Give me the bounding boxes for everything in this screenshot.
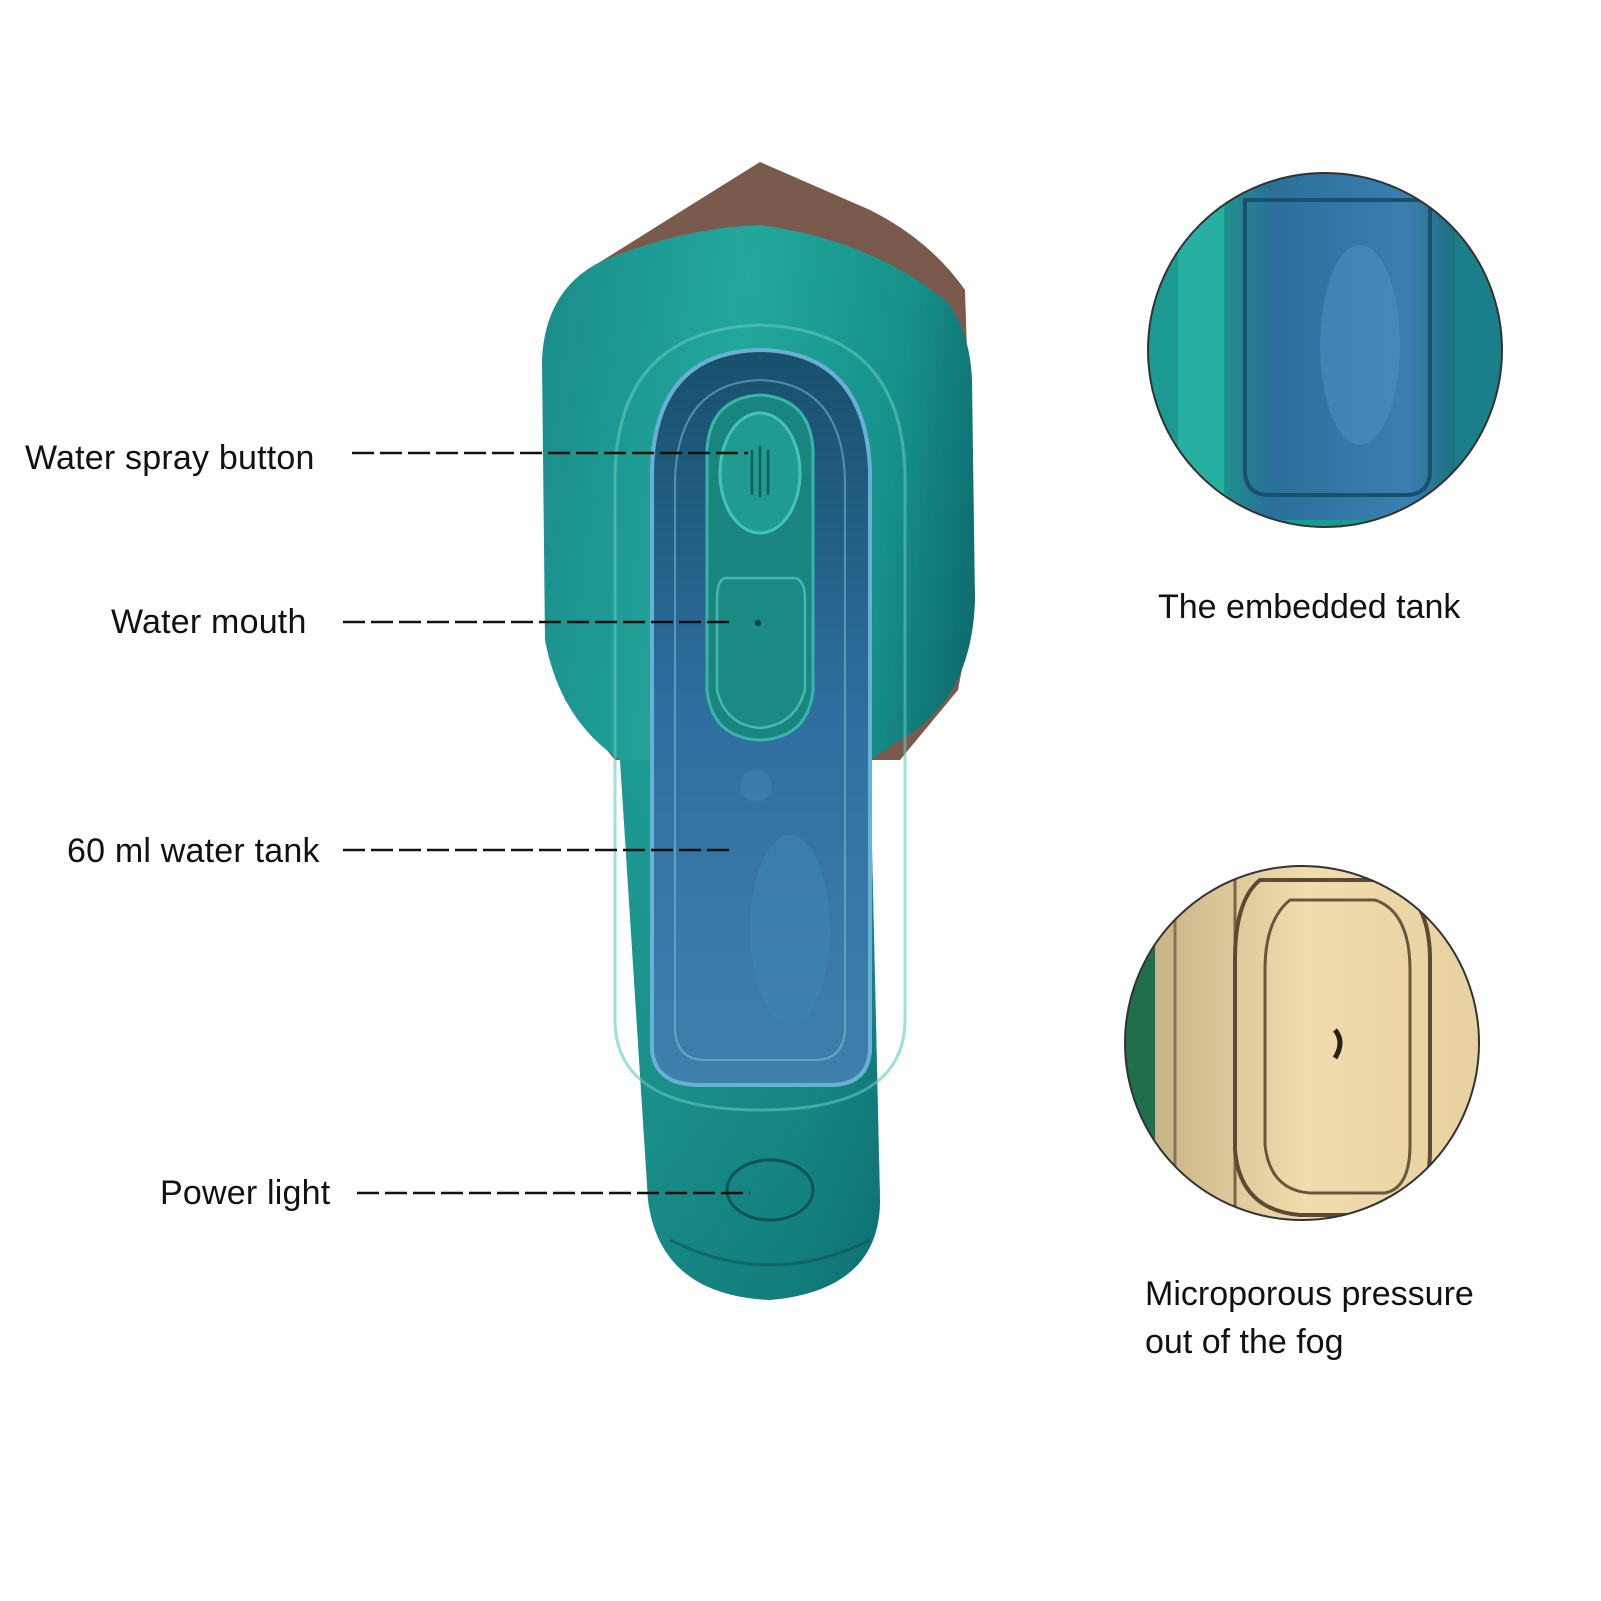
callout-water-spray-button: Water spray button xyxy=(25,439,315,477)
tank-detail-view xyxy=(1148,173,1502,527)
caption-embedded-tank: The embedded tank xyxy=(1158,588,1461,626)
tank-bezel xyxy=(613,323,907,1112)
spray-lines-icon xyxy=(750,446,770,497)
callout-power-light: Power light xyxy=(160,1174,331,1212)
oval-indicator-icon xyxy=(725,1158,815,1222)
caption-fog-line2: out of the fog xyxy=(1145,1323,1344,1361)
callout-water-tank: 60 ml water tank xyxy=(67,832,320,870)
leader-lines xyxy=(343,451,750,1195)
callout-water-mouth: Water mouth xyxy=(111,603,307,641)
caption-fog-line1: Microporous pressure xyxy=(1145,1275,1474,1313)
nozzle-detail-view xyxy=(1125,866,1479,1220)
water-mouth-cap xyxy=(715,576,807,730)
